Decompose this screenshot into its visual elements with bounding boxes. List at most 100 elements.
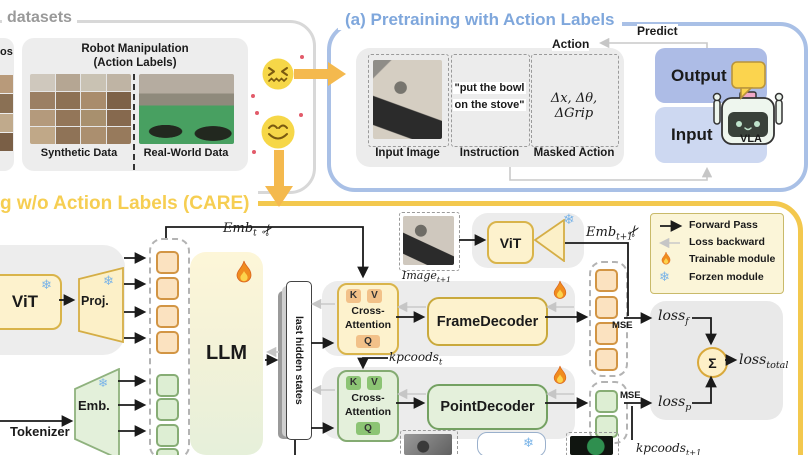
panel-b-title: g w/o Action Labels (CARE): [0, 193, 250, 214]
llm-box: LLM: [190, 252, 263, 455]
instruction-text-1: "put the bowl: [453, 82, 526, 94]
emb-t1-label: Embt+1: [586, 225, 633, 243]
sum-node: Σ: [697, 347, 728, 378]
orange-down-arrow: [265, 150, 293, 207]
legend-box: [650, 213, 784, 294]
vit-label: ViT: [11, 292, 39, 311]
mse-p-label: MSE: [620, 390, 641, 401]
cross-attention-label-1: Cross-: [351, 392, 385, 404]
datasets-title: datasets: [2, 9, 77, 27]
predict-label: Predict: [637, 24, 678, 38]
panel-b-title-mask: [0, 191, 258, 218]
left-strip-cell: [0, 113, 13, 132]
synthetic-grid-cell: [55, 127, 80, 144]
snowflake-icon: ❄: [659, 269, 670, 284]
vla-label: VLA: [740, 133, 762, 145]
dashed-divider: [133, 74, 135, 170]
kpcoods-t1-label: kpcoodst+1: [636, 441, 702, 455]
synthetic-grid-cell: [106, 127, 131, 144]
input-image-label: Input Image: [375, 147, 440, 159]
bottom-module-box: [477, 432, 546, 455]
sparkle-dot: [251, 94, 255, 98]
masked-action-value: Δx, Δθ, ΔGrip: [550, 91, 598, 121]
input-token-column: [149, 238, 190, 455]
synthetic-grid-cell: [55, 91, 80, 109]
synthetic-grid-cell: [30, 109, 55, 127]
q-chip: Q: [356, 335, 380, 348]
v-chip: V: [367, 376, 382, 390]
speech-bubble-icon: [731, 61, 766, 100]
synthetic-grid-cell: [30, 74, 55, 91]
vit-box: ViT: [0, 274, 62, 330]
masked-action-label: Masked Action: [533, 147, 615, 159]
synthetic-data-label: Synthetic Data: [40, 147, 118, 159]
loss-p-label: lossp: [658, 394, 692, 413]
flame-icon: [236, 260, 252, 283]
snowflake-icon: ❄: [563, 211, 575, 227]
flame-icon: [661, 251, 671, 265]
real-world-image: [139, 74, 234, 144]
legend-backward-label: Loss backward: [689, 236, 765, 248]
masked-action-box: [531, 54, 619, 147]
v-chip: V: [367, 289, 382, 303]
snowflake-icon: ❄: [98, 376, 109, 390]
action-label: Action: [552, 37, 590, 51]
synthetic-grid-cell: [106, 109, 131, 127]
loss-f-label: lossf: [658, 308, 689, 327]
point-decoder-box: PointDecoder: [427, 384, 548, 430]
smiling-emoji: [261, 115, 295, 149]
last-hidden-states-label: last hidden states: [293, 316, 305, 405]
emb-trapezoid: [74, 368, 120, 455]
bottom-gray-image-box: [400, 430, 458, 455]
point-decoder-label: PointDecoder: [440, 399, 535, 415]
synthetic-grid-cell: [30, 91, 55, 109]
robot-manipulation-title-2: (Action Labels): [93, 57, 177, 69]
frame-decoder-box: FrameDecoder: [427, 297, 548, 346]
legend-trainable-label: Trainable module: [689, 253, 776, 265]
emb-label: Emb.: [78, 398, 110, 413]
snowflake-icon: ❄: [41, 277, 52, 292]
image-t1-label: Imaget+1: [402, 269, 451, 285]
left-strip: [0, 75, 13, 151]
bottom-gray-image: [404, 434, 452, 455]
synthetic-grid-cell: [81, 74, 106, 91]
projector-triangle: [534, 219, 565, 262]
robot-manipulation-title-1: Robot Manipulation: [81, 43, 189, 55]
panel-a-title: (a) Pretraining with Action Labels: [338, 10, 622, 30]
k-chip: K: [346, 376, 361, 390]
cross-attention-label-2: Attention: [344, 319, 392, 331]
proj-label: Proj.: [81, 294, 109, 308]
real-world-data-label: Real-World Data: [143, 147, 229, 159]
llm-label: LLM: [205, 342, 248, 364]
orange-right-arrow: [294, 62, 346, 86]
cross-attention-label-2: Attention: [344, 406, 392, 418]
input-image-box: [368, 54, 449, 147]
frame-decoder-label: FrameDecoder: [436, 313, 539, 330]
q-chip: Q: [356, 422, 380, 435]
sparkle-dot: [300, 55, 304, 59]
instruction-label: Instruction: [459, 147, 520, 159]
emb-t-label: Embt: [223, 221, 257, 239]
confounded-emoji: [262, 58, 294, 90]
input-image-photo: [373, 60, 442, 139]
left-strip-cell: [0, 75, 13, 94]
loss-total-label: losstotal: [739, 352, 789, 371]
sparkle-dot: [252, 150, 256, 154]
flame-icon: [553, 280, 567, 299]
vit2-box: ViT: [487, 221, 534, 264]
sparkle-dot: [255, 111, 259, 115]
k-chip: K: [346, 289, 361, 303]
flame-icon: [553, 365, 567, 384]
synthetic-grid-cell: [81, 91, 106, 109]
image-t1-box: [399, 212, 460, 271]
synthetic-grid-cell: [55, 109, 80, 127]
synthetic-grid: [30, 74, 131, 144]
frame-cross-attention: K V Cross- Attention Q: [337, 283, 399, 355]
instruction-box: [451, 54, 530, 147]
tokenizer-label: Tokenizer: [10, 424, 70, 439]
snowflake-icon: ❄: [103, 273, 114, 288]
input-label: Input: [671, 125, 713, 144]
sparkle-dot: [299, 113, 303, 117]
bottom-dark-image: [570, 436, 613, 455]
